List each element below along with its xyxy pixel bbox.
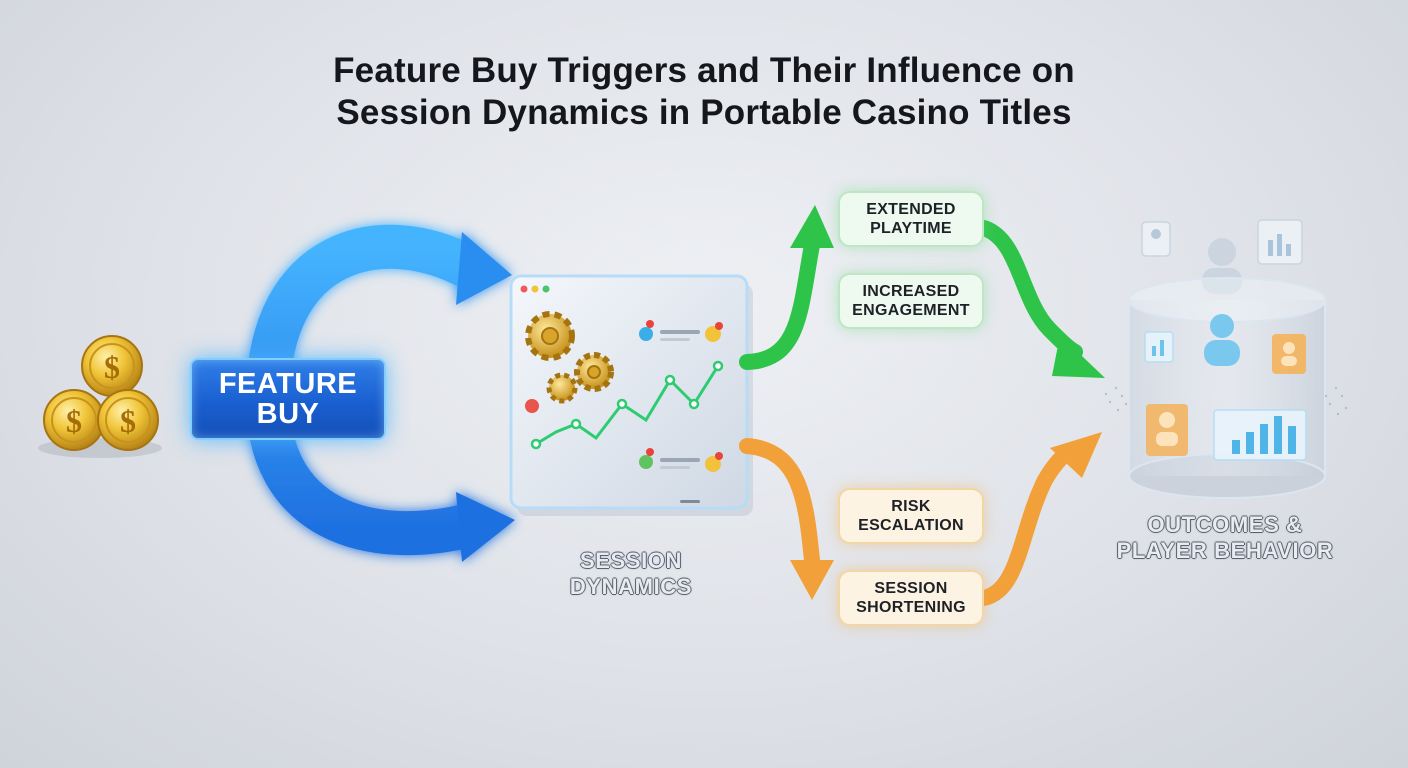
session-shortening-pill: SESSION SHORTENING (838, 570, 984, 626)
outcomes-line-2: PLAYER BEHAVIOR (1116, 538, 1334, 563)
feature-buy-line-1: FEATURE (218, 368, 358, 400)
pill-label-line-2: PLAYTIME (870, 220, 952, 237)
title-line-2: Session Dynamics in Portable Casino Titl… (336, 93, 1072, 132)
risk-escalation-pill: RISK ESCALATION (838, 488, 984, 544)
outcomes-line-1: OUTCOMES & (1147, 512, 1303, 537)
pill-label-line-2: SHORTENING (856, 599, 966, 616)
svg-text:$: $ (104, 349, 120, 385)
positive-to-outcomes-arrow (976, 220, 1105, 378)
pill-label-line-1: EXTENDED (866, 201, 956, 218)
positive-branch-arrow (739, 205, 834, 370)
page-title: Feature Buy Triggers and Their Influence… (0, 50, 1408, 134)
pill-label-line-1: RISK (891, 498, 931, 515)
extended-playtime-pill: EXTENDED PLAYTIME (838, 191, 984, 247)
increased-engagement-pill: INCREASED ENGAGEMENT (838, 273, 984, 329)
pill-label-line-1: SESSION (874, 580, 948, 597)
session-dynamics-line-1: SESSION (579, 548, 682, 573)
pill-label-line-1: INCREASED (862, 283, 960, 300)
session-dashboard-icon (509, 274, 753, 516)
outcomes-caption: OUTCOMES & PLAYER BEHAVIOR (1082, 512, 1368, 564)
svg-text:$: $ (66, 403, 82, 439)
pill-label-line-2: ENGAGEMENT (852, 302, 970, 319)
feature-buy-line-2: BUY (256, 398, 320, 430)
pill-label-line-2: ESCALATION (858, 517, 964, 534)
dollar-coins-icon: $ $ $ (38, 335, 162, 458)
title-line-1: Feature Buy Triggers and Their Influence… (333, 51, 1075, 90)
feature-buy-box: FEATURE BUY (190, 358, 386, 440)
svg-text:$: $ (120, 403, 136, 439)
session-dynamics-line-2: DYNAMICS (569, 574, 693, 599)
player-analytics-cylinder-icon (1104, 219, 1348, 499)
gear-icon (525, 311, 614, 404)
session-dynamics-caption: SESSION DYNAMICS (531, 548, 731, 600)
negative-to-outcomes-arrow (976, 432, 1102, 606)
negative-branch-arrow (739, 438, 834, 600)
